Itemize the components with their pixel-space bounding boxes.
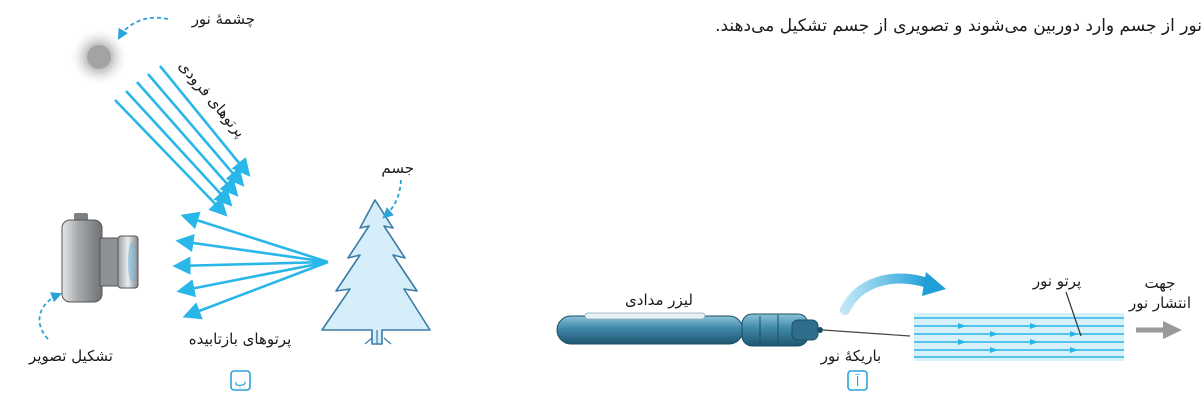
panel-tag-box (230, 370, 251, 391)
propagation-panel: لیزر مدادی باریکهٔ نور (556, 272, 1191, 391)
reflection-panel: چشمهٔ نور پرتوهای فرودی پرتوهای بازتابید… (28, 10, 431, 391)
reflected-rays-label: پرتوهای بازتابیده (189, 330, 292, 349)
direction-arrow-head (1163, 321, 1182, 339)
light-beam-label: باریکهٔ نور (820, 347, 881, 365)
reflected-rays (172, 211, 329, 320)
light-ray-leader (1065, 291, 1082, 337)
incident-rays (114, 65, 251, 217)
direction-label-line1: جهت (1145, 274, 1176, 292)
direction-label-line2: انتشار نور (1128, 294, 1191, 312)
panel-tag-b: ب (234, 375, 246, 390)
laser-pointer-icon (556, 312, 823, 347)
panel-tag-a: آ (855, 373, 861, 390)
ray-direction-arrows (958, 323, 1078, 353)
magnified-beam (914, 313, 1124, 361)
object-label: جسم (381, 159, 414, 177)
sun-icon (69, 27, 129, 87)
image-formation-callout (38, 292, 63, 340)
light-source-callout (117, 16, 169, 40)
parallel-light-rays (914, 317, 1124, 358)
camera-icon (61, 213, 139, 303)
tree-icon (321, 199, 431, 345)
light-source-label: چشمهٔ نور (191, 10, 255, 28)
light-ray-label: پرتو نور (1032, 272, 1081, 291)
panel-tag-box-a (847, 370, 868, 391)
zoom-arrow (840, 273, 933, 315)
caption-text: نور از جسم وارد دوربین می‌شوند و تصویری … (715, 16, 1202, 36)
object-callout (382, 179, 402, 219)
zoom-arrow-head (922, 272, 946, 296)
image-formation-label: تشکیل تصویر (28, 347, 113, 365)
laser-label: لیزر مدادی (625, 291, 693, 309)
light-beam (822, 329, 911, 337)
